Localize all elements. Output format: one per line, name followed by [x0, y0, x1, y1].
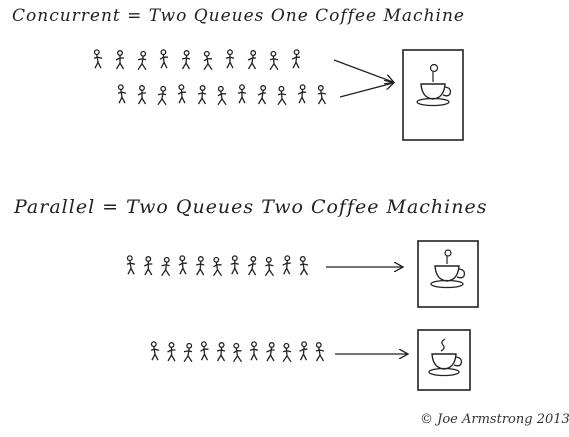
stick-figure-icon [212, 256, 223, 277]
stick-figure-icon [203, 50, 213, 71]
queue-2-arrow [339, 83, 393, 98]
concurrent-title: Concurrent = Two Queues One Coffee Machi… [12, 6, 465, 26]
stick-figure-icon [115, 50, 125, 70]
stick-figure-icon [317, 85, 327, 105]
coffee-machine-icon [402, 49, 464, 141]
stick-figure-icon [177, 84, 186, 104]
queue-3 [126, 255, 309, 277]
coffee-machine-icon [417, 240, 479, 308]
stick-figure-icon [237, 84, 247, 104]
stick-figure-icon [247, 50, 257, 70]
queue-2 [117, 84, 327, 106]
queues [93, 49, 327, 363]
stick-figure-icon [257, 85, 267, 105]
copyright-text: © Joe Armstrong 2013 [420, 412, 569, 427]
stick-figure-icon [117, 84, 127, 104]
stick-figure-icon [197, 85, 207, 105]
stick-figure-icon [249, 341, 259, 361]
coffee-machine-icon [417, 329, 471, 391]
coffee-cup-icon [430, 249, 466, 289]
stick-figure-icon [299, 256, 309, 276]
stick-figure-icon [264, 256, 274, 277]
parallel-title: Parallel = Two Queues Two Coffee Machine… [14, 196, 488, 218]
stick-figure-icon [247, 256, 257, 276]
queue-1 [93, 49, 300, 71]
stick-figure-icon [315, 342, 325, 362]
stick-figure-icon [183, 342, 193, 363]
stick-figure-icon [291, 49, 300, 69]
stick-figure-icon [297, 84, 306, 104]
stick-figure-icon [225, 49, 235, 69]
stick-figure-icon [196, 256, 205, 276]
stick-figure-icon [157, 85, 167, 106]
stick-figure-icon [266, 342, 275, 362]
stick-figure-icon [137, 85, 147, 105]
stick-figure-icon [137, 50, 147, 71]
stick-figure-icon [159, 49, 168, 69]
stick-figure-icon [167, 342, 176, 362]
stick-figure-icon [232, 342, 243, 363]
stick-figure-icon [277, 85, 287, 106]
stick-figure-icon [200, 341, 209, 361]
stick-figure-icon [178, 255, 187, 275]
stick-figure-icon [282, 255, 291, 275]
queue-4 [150, 341, 325, 363]
queue-1-arrow [333, 59, 393, 82]
stick-figure-icon [181, 50, 191, 70]
coffee-cup-icon [416, 63, 452, 107]
stick-figure-icon [230, 255, 239, 275]
stick-figure-icon [216, 342, 226, 362]
stick-figure-icon [217, 85, 227, 106]
stick-figure-icon [299, 341, 308, 361]
stick-figure-icon [150, 341, 160, 361]
stick-figure-icon [282, 342, 292, 363]
stick-figure-icon [269, 50, 279, 71]
coffee-cup-icon [428, 338, 463, 377]
stick-figure-icon [144, 256, 153, 276]
stick-figure-icon [93, 49, 103, 69]
stick-figure-icon [161, 256, 171, 277]
stick-figure-icon [126, 255, 136, 275]
